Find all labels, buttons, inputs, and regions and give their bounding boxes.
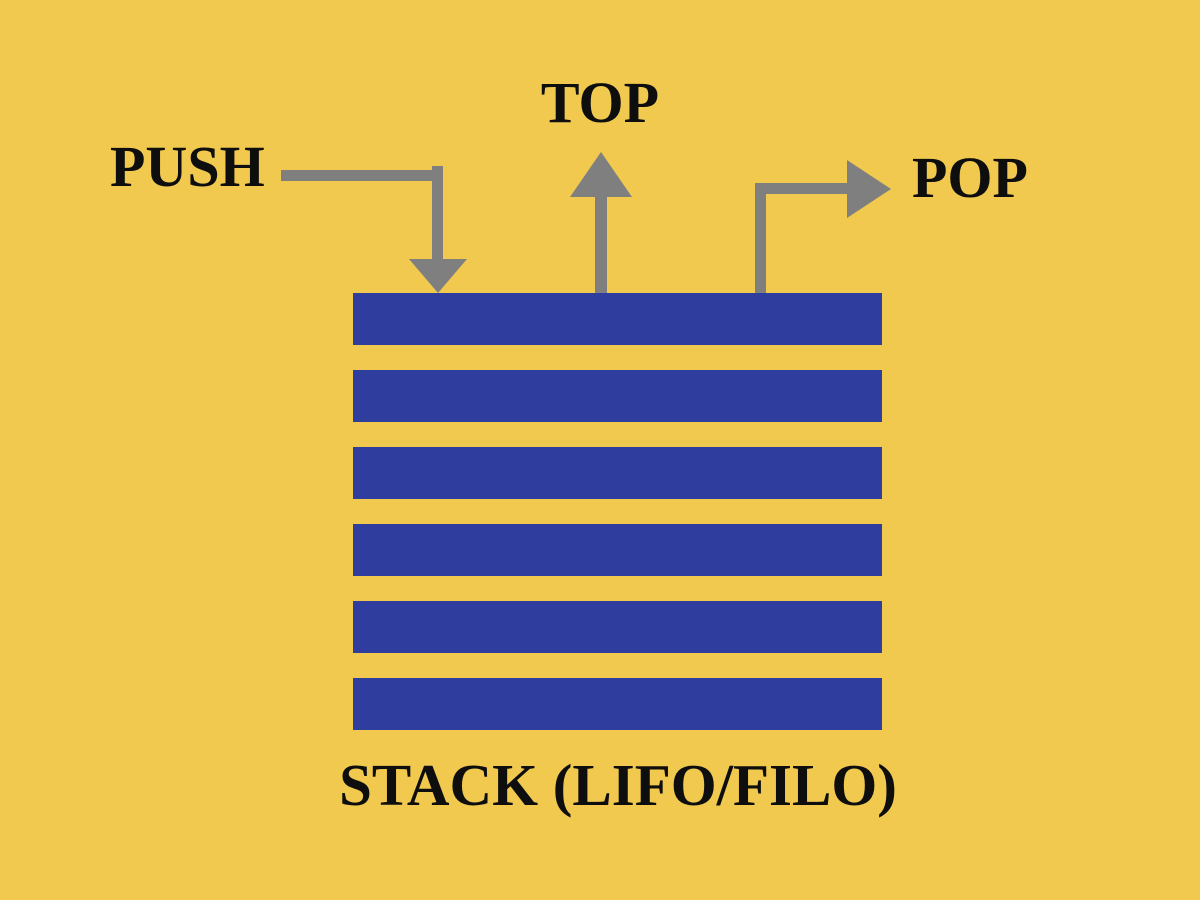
push-arrow-line-horizontal (281, 170, 443, 181)
pop-label: POP (912, 145, 1028, 210)
push-arrow-down-icon (409, 259, 467, 293)
stack-element (353, 678, 882, 730)
pop-arrow-line-vertical (755, 183, 766, 293)
top-arrow-line (595, 196, 607, 293)
top-label: TOP (540, 70, 660, 135)
diagram-caption: STACK (LIFO/FILO) (339, 752, 897, 818)
push-label: PUSH (110, 134, 265, 199)
stack-elements (353, 293, 882, 730)
stack-element (353, 447, 882, 499)
push-arrow-line-vertical (432, 166, 443, 261)
stack-element (353, 370, 882, 422)
stack-element (353, 524, 882, 576)
stack-element (353, 601, 882, 653)
pop-arrow-right-icon (847, 160, 891, 218)
stack-element (353, 293, 882, 345)
pop-arrow-line-horizontal (755, 183, 848, 194)
top-arrow-up-icon (570, 152, 632, 197)
